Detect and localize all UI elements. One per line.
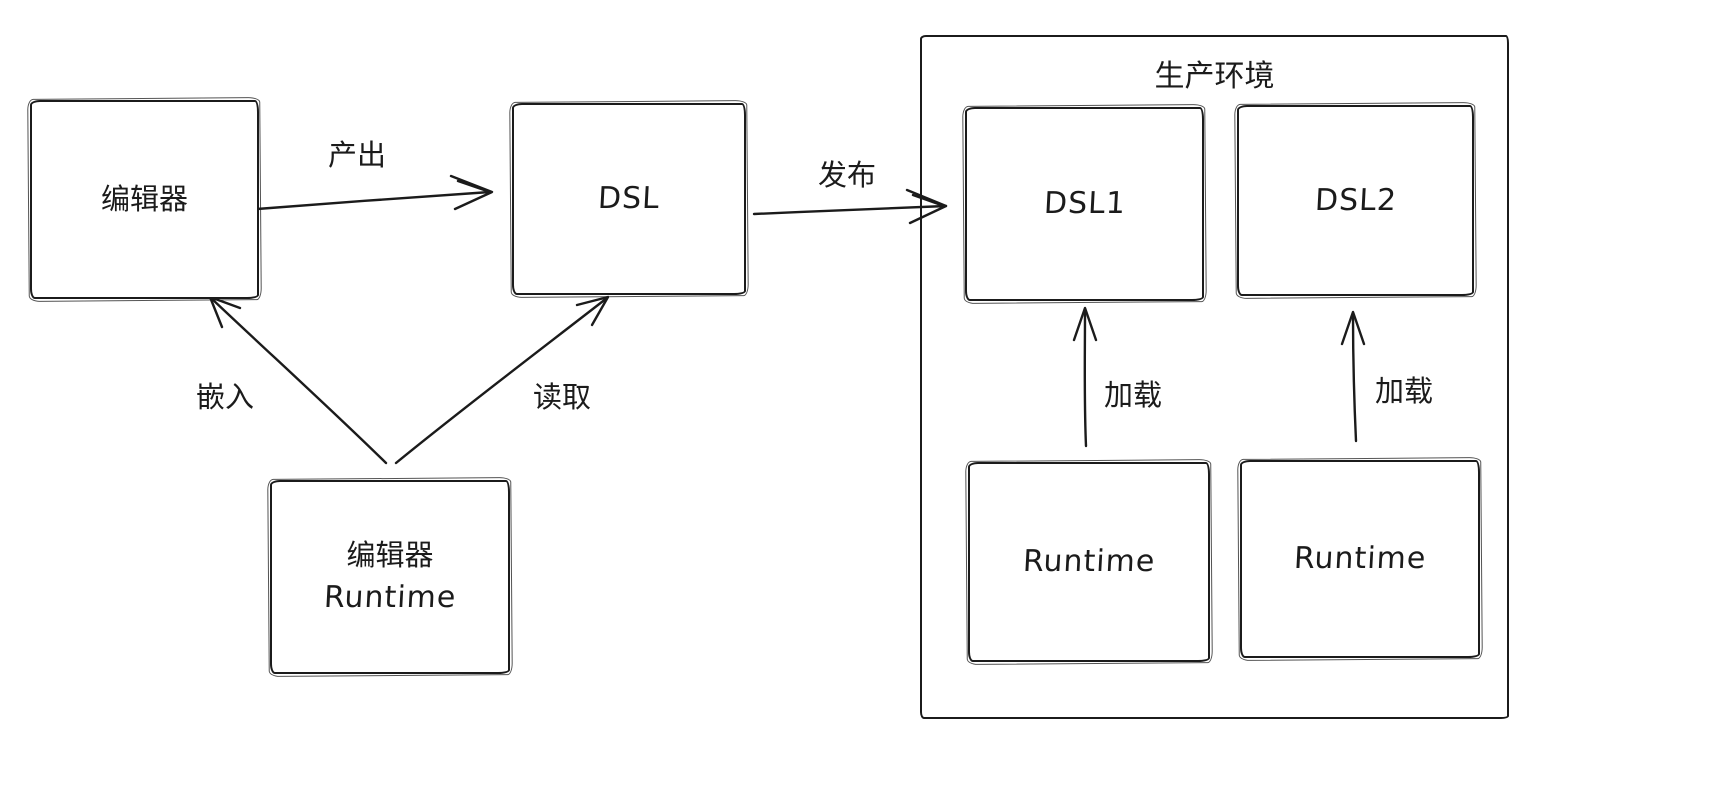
edge-label-embed: 嵌入 xyxy=(196,380,255,414)
embed-arrow-head xyxy=(208,295,242,329)
node-dsl-label: DSL xyxy=(597,181,661,217)
edge-label-load2: 加载 xyxy=(1375,374,1434,408)
node-dsl1-label: DSL1 xyxy=(1042,186,1127,222)
node-production-env: 生产环境 DSL1 DSL2 Runtime Runtime xyxy=(920,35,1509,719)
produce-arrow-shaft xyxy=(255,190,492,211)
edge-label-load1: 加载 xyxy=(1104,378,1163,412)
node-editor-runtime: 编辑器 Runtime xyxy=(270,480,510,674)
produce-arrow-head xyxy=(449,174,494,211)
produce-arrow-head-sketch xyxy=(456,179,492,194)
node-runtime2: Runtime xyxy=(1240,460,1480,658)
publish-arrow-shaft xyxy=(752,204,948,216)
node-runtime2-label: Runtime xyxy=(1292,541,1428,577)
node-dsl: DSL xyxy=(512,103,746,295)
node-editor-runtime-label-line1: 编辑器 xyxy=(346,538,434,573)
edge-label-produce: 产出 xyxy=(328,138,387,172)
node-dsl2: DSL2 xyxy=(1237,105,1474,296)
read-arrow-head xyxy=(575,295,610,327)
edge-label-publish: 发布 xyxy=(818,158,877,192)
node-dsl2-label: DSL2 xyxy=(1313,182,1398,218)
node-editor-runtime-label-line2: Runtime xyxy=(322,580,458,616)
node-runtime1-label: Runtime xyxy=(1021,544,1157,580)
edge-label-read: 读取 xyxy=(533,380,592,414)
node-editor-label: 编辑器 xyxy=(100,182,188,217)
node-dsl1: DSL1 xyxy=(965,107,1204,301)
node-runtime1: Runtime xyxy=(968,462,1210,662)
node-editor: 编辑器 xyxy=(30,100,259,299)
node-production-env-label: 生产环境 xyxy=(1154,59,1275,94)
